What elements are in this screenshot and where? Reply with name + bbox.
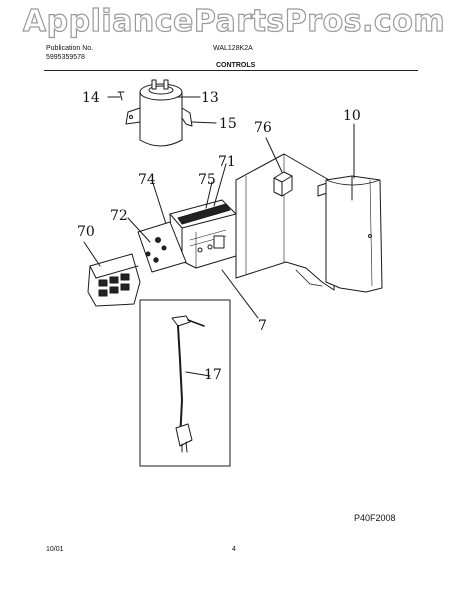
figure-code: P40F2008 — [354, 513, 396, 523]
section-title: CONTROLS — [216, 62, 256, 69]
callout-10: 10 — [343, 108, 361, 124]
control-panel — [83, 241, 141, 307]
footer-date: 10/01 — [46, 546, 64, 553]
page-number: 4 — [232, 546, 236, 553]
callout-76: 76 — [254, 120, 272, 136]
publication-block: Publication No. 5995359578 — [46, 44, 93, 62]
leader-7 — [221, 269, 259, 319]
callout-15: 15 — [219, 116, 237, 132]
component-76 — [265, 137, 293, 197]
callout-74: 74 — [138, 172, 156, 188]
callout-72: 72 — [110, 208, 128, 224]
publication-label: Publication No. — [46, 45, 94, 52]
power-cord-assembly — [139, 299, 231, 467]
publication-number: 5995359578 — [46, 54, 85, 61]
callout-13: 13 — [201, 90, 219, 106]
callout-75: 75 — [198, 172, 216, 188]
watermark-logo: AppliancePartsPros.com — [22, 3, 446, 39]
header-rule — [44, 70, 418, 71]
bulkhead-panel — [235, 153, 337, 291]
callout-70: 70 — [77, 224, 95, 240]
callout-71: 71 — [218, 154, 236, 170]
model-number: WAL128K2A — [213, 45, 253, 52]
callout-14: 14 — [82, 90, 100, 106]
capacitor-leaders — [107, 96, 217, 124]
control-box-leaders — [151, 163, 227, 225]
callout-7: 7 — [258, 318, 267, 334]
control-board — [127, 217, 187, 273]
air-duct — [325, 123, 383, 293]
capacitor-assembly — [117, 79, 193, 147]
callout-17: 17 — [204, 367, 222, 383]
